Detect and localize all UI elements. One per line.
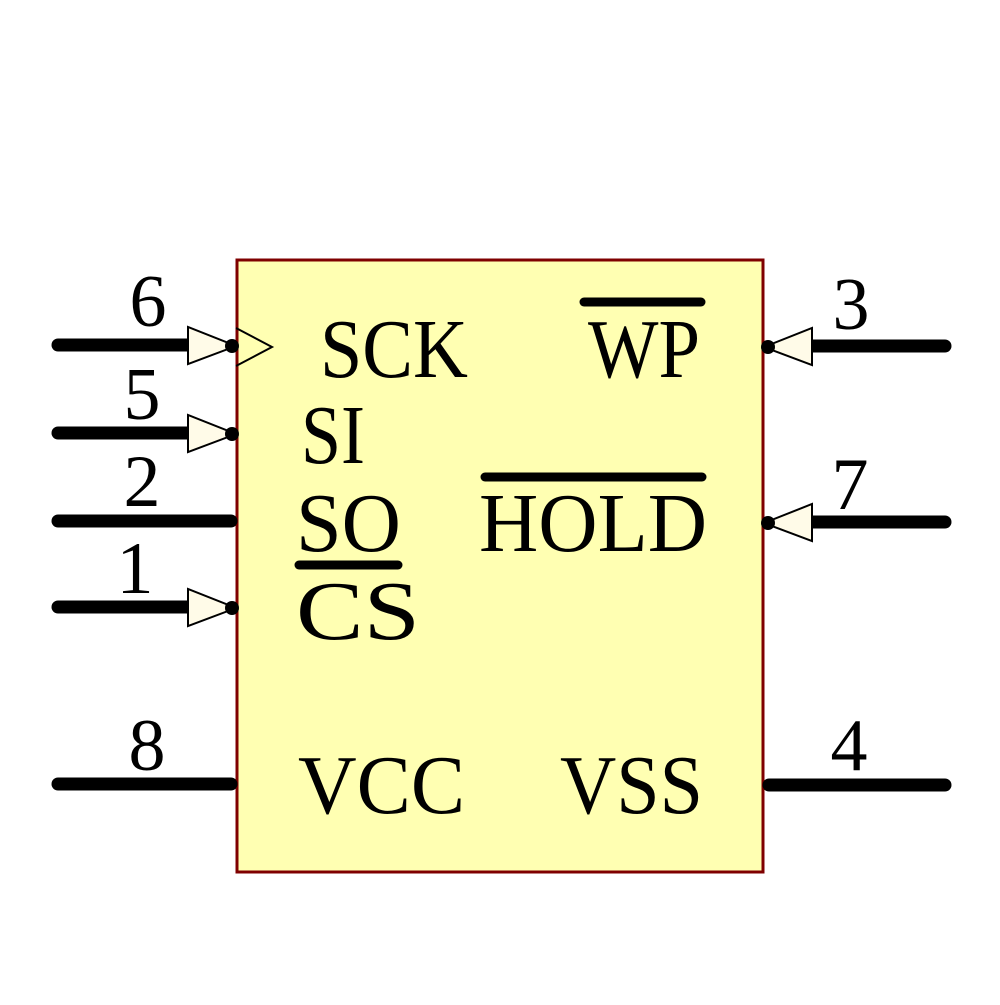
pin-number-4: 4 bbox=[831, 705, 868, 787]
pin-dot-6 bbox=[225, 339, 239, 353]
pin-number-1: 1 bbox=[117, 528, 154, 610]
pin-arrowhead-icon-6 bbox=[187, 325, 239, 366]
pin-dot-5 bbox=[225, 427, 239, 441]
pin-arrowhead-icon-7 bbox=[761, 502, 813, 543]
pin-number-5: 5 bbox=[124, 354, 161, 436]
pin-arrowhead-icon-1 bbox=[187, 587, 239, 628]
pin-label-si: SI bbox=[301, 389, 365, 482]
pin-number-8: 8 bbox=[129, 705, 166, 787]
pin-label-wp: WP bbox=[588, 303, 700, 396]
pin-dot-7 bbox=[761, 516, 775, 530]
pin-dot-1 bbox=[225, 601, 239, 615]
pin-label-so: SO bbox=[296, 477, 401, 570]
pin-dot-3 bbox=[761, 340, 775, 354]
pin-label-cs: CS bbox=[296, 565, 420, 658]
pin-label-vcc: VCC bbox=[298, 739, 465, 832]
pin-arrowhead-icon-3 bbox=[761, 326, 813, 367]
pin-label-sck: SCK bbox=[320, 303, 468, 396]
pin-label-vss: VSS bbox=[560, 739, 703, 832]
pin-label-hold: HOLD bbox=[479, 477, 707, 570]
pin-arrowhead-icon-5 bbox=[187, 413, 239, 454]
pin-number-6: 6 bbox=[130, 261, 167, 343]
pin-chevron-icon-6 bbox=[235, 327, 275, 367]
pin-number-2: 2 bbox=[124, 441, 161, 523]
pin-number-3: 3 bbox=[833, 264, 870, 346]
pin-number-7: 7 bbox=[832, 444, 869, 526]
